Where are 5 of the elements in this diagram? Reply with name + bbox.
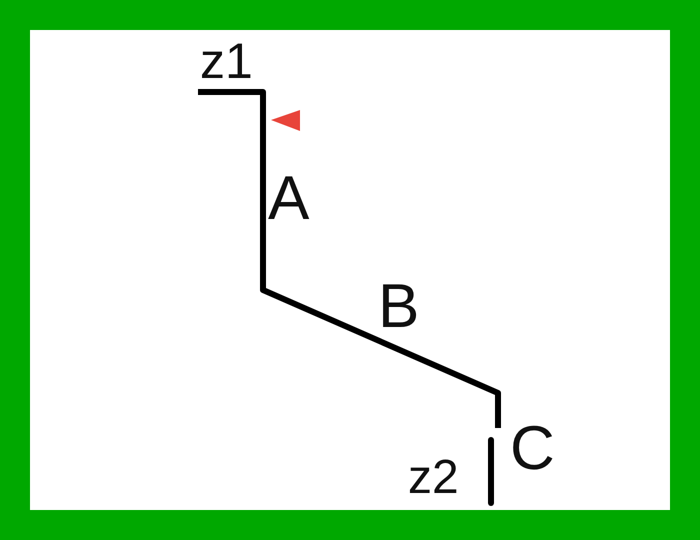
segment-label: A [268, 168, 310, 230]
segment-label: C [510, 418, 555, 480]
segment-label: z1 [200, 36, 253, 86]
segment-label: B [378, 276, 420, 338]
segment-label: z2 [408, 454, 459, 502]
